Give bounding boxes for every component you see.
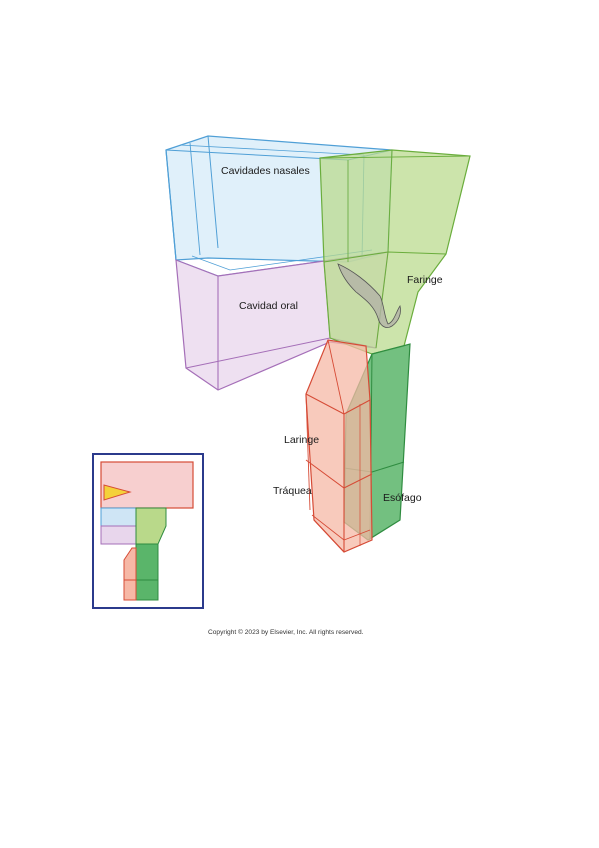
inset-triangle-icon bbox=[103, 484, 132, 501]
label-larynx: Laringe bbox=[284, 434, 319, 446]
pharynx-block bbox=[319, 149, 471, 355]
copyright-text: Copyright © 2023 by Elsevier, Inc. All r… bbox=[208, 628, 364, 636]
label-trachea: Tráquea bbox=[273, 485, 312, 497]
label-pharynx: Faringe bbox=[407, 274, 443, 286]
label-oral-cavity: Cavidad oral bbox=[239, 300, 298, 312]
label-esophagus: Esófago bbox=[383, 492, 422, 504]
inset-schematic bbox=[92, 453, 204, 609]
epiglottis-shape bbox=[337, 263, 401, 328]
larynx-trachea-block bbox=[305, 339, 373, 553]
label-nasal-cavities: Cavidades nasales bbox=[221, 165, 310, 177]
